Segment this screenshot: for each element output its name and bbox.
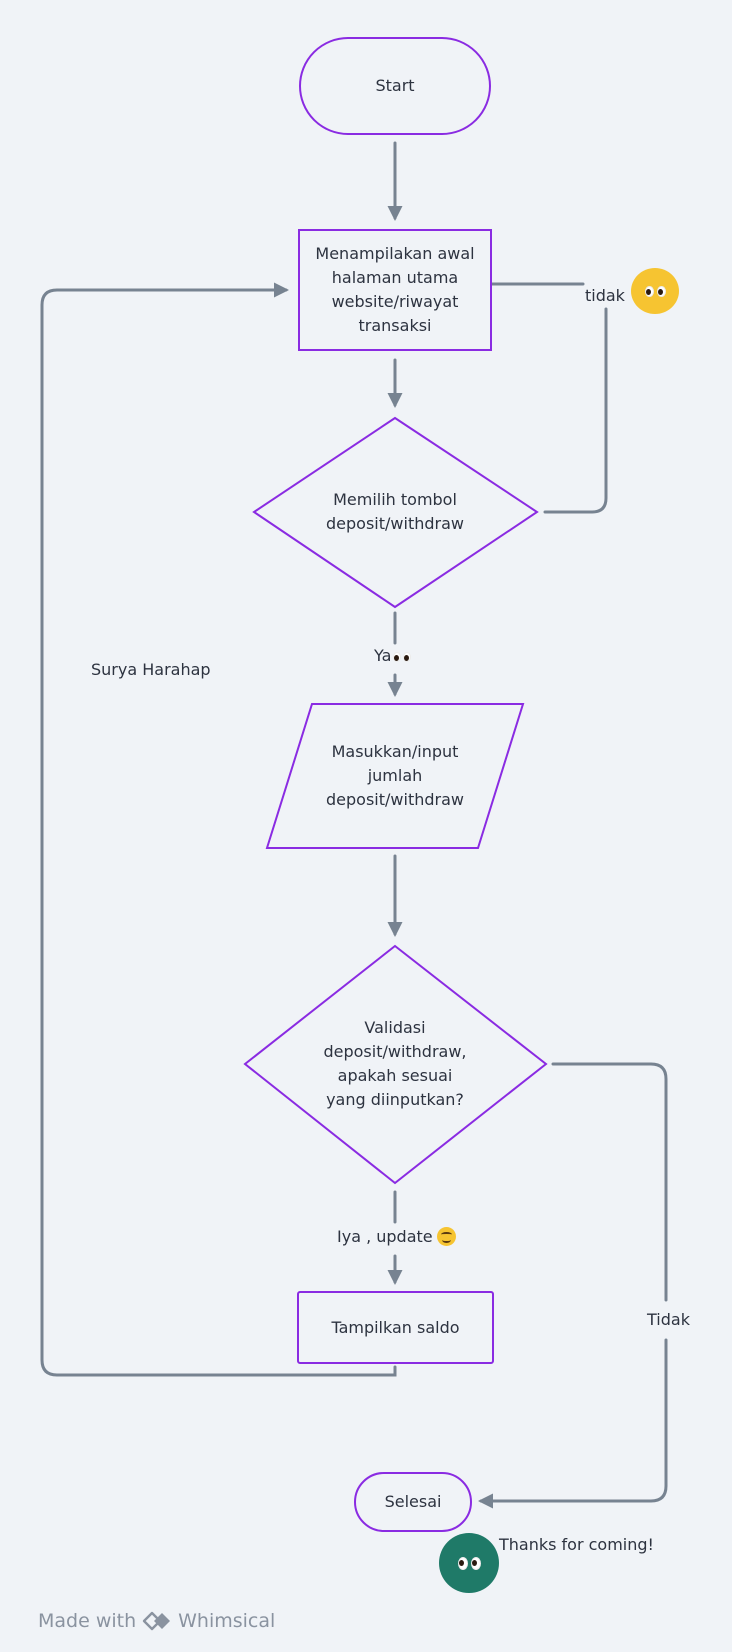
edge-label-tidak: tidak [585,286,625,305]
edge-validate-no [551,1062,668,1302]
input-amount-parallelogram [265,703,525,849]
smiling-face-icon [436,1227,456,1246]
edge-label-tidak-validate: Tidak [645,1310,692,1330]
edge-no-to-end [478,1338,668,1509]
eyes-emoji-icon [631,268,679,314]
validate-decision [243,944,548,1185]
show-balance-process [297,1291,494,1364]
whimsical-brand-text: Whimsical [178,1610,276,1632]
input-amount-label: Masukkan/input jumlah deposit/withdraw [326,742,464,809]
edge-choose-no-loop [543,307,608,514]
show-balance-label: Tampilkan saldo [331,1318,460,1337]
display-main-process [298,229,492,351]
choose-button-label: Memilih tombol deposit/withdraw [326,490,464,533]
edge-label-ya: Ya [374,646,412,666]
end-terminator [354,1472,472,1532]
start-terminator [299,37,491,135]
choose-button-decision [252,416,539,609]
display-main-label: Menampilakan awal halaman utama website/… [315,244,475,335]
start-label: Start [375,76,415,95]
made-with-whimsical-badge[interactable]: Made with Whimsical [38,1610,275,1632]
end-label: Selesai [384,1492,442,1511]
made-with-text: Made with [38,1610,137,1632]
whimsical-logo-icon [142,1611,171,1631]
validate-label: Validasi deposit/withdraw, apakah sesuai… [323,1018,467,1109]
author-note: Surya Harahap [91,660,211,679]
thanks-note: Thanks for coming! [499,1535,654,1554]
eyes-emoji-icon [393,652,412,662]
edge-balance-loop-back [40,282,397,1377]
edge-label-iya-update: Iya , update [337,1227,456,1247]
eyes-emoji-icon [439,1533,499,1593]
